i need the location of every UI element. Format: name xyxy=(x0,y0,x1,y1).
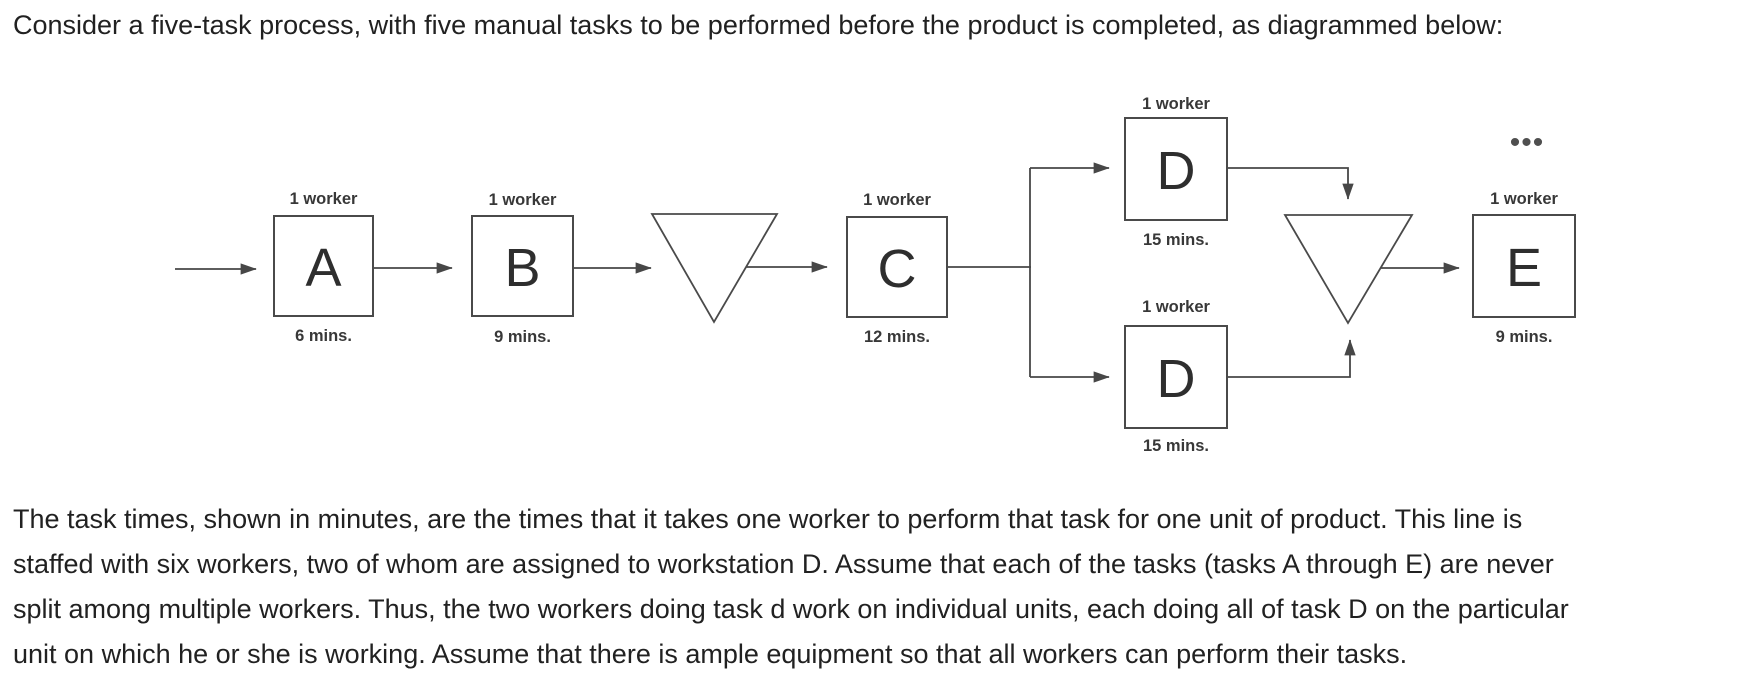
worker-label: 1 worker xyxy=(489,191,557,209)
time-label: 9 mins. xyxy=(1496,328,1553,346)
task-letter: E xyxy=(1506,238,1542,298)
flow-arrow-d1-buffer2 xyxy=(1227,167,1354,200)
task-station-d1: 1 worker D 15 mins. xyxy=(1124,95,1228,249)
intro-text: Consider a five-task process, with five … xyxy=(13,10,1504,40)
task-box xyxy=(1124,117,1228,221)
task-letter: C xyxy=(878,239,917,299)
worker-label: 1 worker xyxy=(1490,190,1558,208)
task-letter: B xyxy=(504,238,540,298)
worker-label: 1 worker xyxy=(1142,298,1210,316)
worker-label: 1 worker xyxy=(863,191,931,209)
time-label: 6 mins. xyxy=(295,327,352,345)
time-label: 15 mins. xyxy=(1143,231,1209,249)
time-label: 15 mins. xyxy=(1143,437,1209,455)
paragraph-line: The task times, shown in minutes, are th… xyxy=(13,504,1523,534)
task-box xyxy=(1124,325,1228,429)
task-letter: D xyxy=(1157,349,1196,409)
process-flow-diagram: 1 worker A 6 mins. 1 worker B 9 mins. 1 … xyxy=(175,95,1576,455)
task-box xyxy=(273,215,374,317)
body-paragraph: The task times, shown in minutes, are th… xyxy=(13,497,1569,677)
paragraph-line: staffed with six workers, two of whom ar… xyxy=(13,549,1554,579)
paragraph-line: unit on which he or she is working. Assu… xyxy=(13,639,1408,669)
time-label: 9 mins. xyxy=(494,328,551,346)
paragraph-line: split among multiple workers. Thus, the … xyxy=(13,594,1569,624)
worker-label: 1 worker xyxy=(290,190,358,208)
more-dots-icon: ••• xyxy=(1510,126,1545,159)
task-station-e: 1 worker E 9 mins. xyxy=(1472,190,1576,346)
task-station-d2: 1 worker D 15 mins. xyxy=(1124,298,1228,455)
time-label: 12 mins. xyxy=(864,328,930,346)
worker-label: 1 worker xyxy=(1142,95,1210,113)
task-letter: D xyxy=(1157,141,1196,201)
task-box xyxy=(1472,214,1576,318)
flow-arrow-d2-buffer2 xyxy=(1227,339,1356,378)
task-letter: A xyxy=(305,238,341,298)
task-station-b: 1 worker B 9 mins. xyxy=(471,191,574,346)
task-box xyxy=(846,216,948,318)
task-station-c: 1 worker C 12 mins. xyxy=(846,191,948,346)
inventory-buffer-icon xyxy=(650,213,779,324)
inventory-buffer-icon xyxy=(1283,214,1414,325)
task-box xyxy=(471,215,574,317)
task-station-a: 1 worker A 6 mins. xyxy=(273,190,374,345)
